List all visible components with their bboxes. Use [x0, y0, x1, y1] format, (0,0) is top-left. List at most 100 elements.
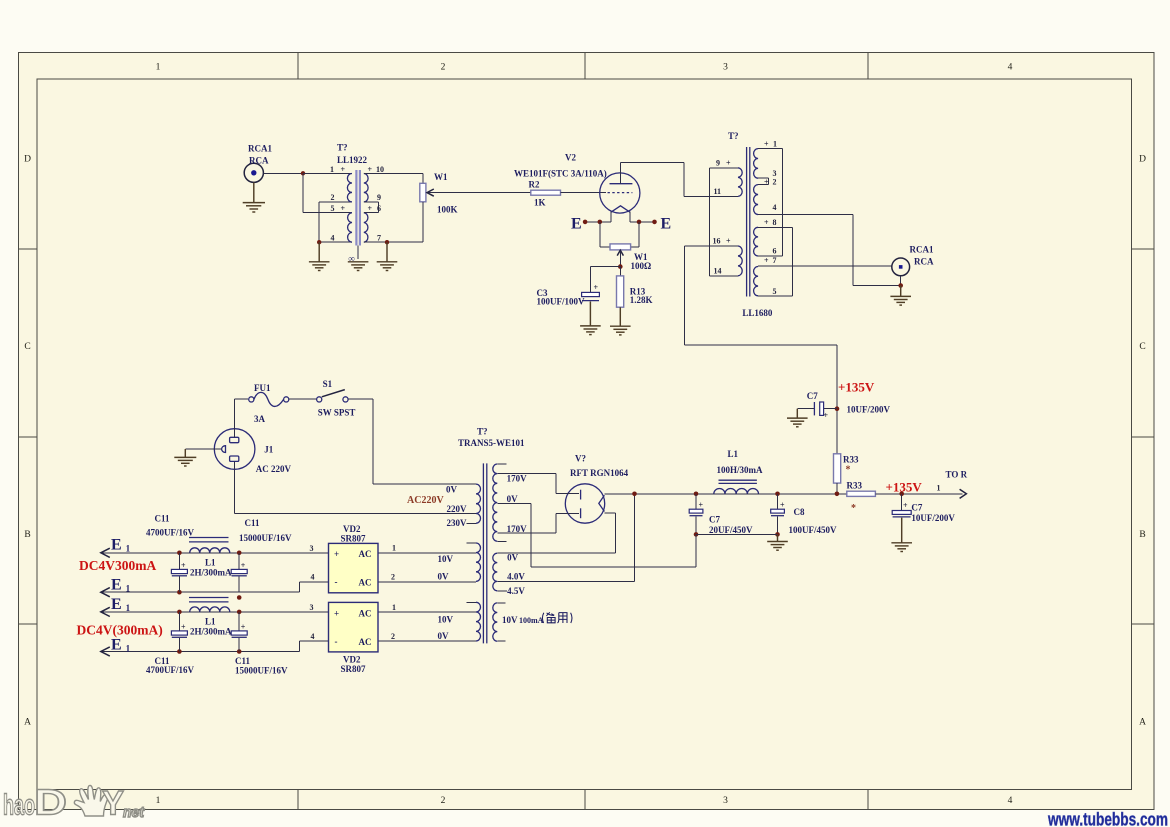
svg-text:16: 16	[713, 237, 721, 246]
svg-text:L1: L1	[205, 617, 216, 627]
svg-text:R13: R13	[630, 287, 646, 297]
svg-text:2: 2	[441, 796, 446, 806]
svg-text:+: +	[341, 165, 346, 174]
svg-text:*: *	[851, 503, 856, 514]
svg-text:+: +	[903, 501, 908, 510]
svg-text:1: 1	[126, 644, 131, 654]
svg-text:4.5V: 4.5V	[507, 586, 525, 596]
svg-text:E: E	[111, 577, 122, 594]
svg-text:100Ω: 100Ω	[631, 261, 652, 271]
svg-text:1: 1	[126, 544, 131, 554]
svg-text:+: +	[780, 501, 785, 510]
svg-text:0V: 0V	[507, 553, 518, 563]
svg-text:2: 2	[441, 63, 446, 73]
svg-text:L1: L1	[728, 449, 739, 459]
svg-text:B: B	[1139, 530, 1145, 540]
svg-text:1: 1	[126, 603, 131, 613]
svg-text:4: 4	[311, 632, 315, 641]
svg-text:4.0V: 4.0V	[507, 571, 525, 581]
svg-text:2H/300mA: 2H/300mA	[190, 627, 232, 637]
svg-text:AC: AC	[359, 637, 372, 647]
svg-text:net: net	[123, 804, 145, 821]
svg-text:220V: 220V	[447, 504, 468, 514]
svg-text:E: E	[111, 596, 122, 613]
svg-text:4700UF/16V: 4700UF/16V	[146, 527, 194, 537]
svg-text:AC 220V: AC 220V	[256, 464, 292, 474]
svg-text:FU1: FU1	[254, 383, 271, 393]
svg-text:SW SPST: SW SPST	[318, 408, 356, 418]
svg-text:WE101F(STC 3A/110A): WE101F(STC 3A/110A)	[514, 169, 607, 179]
svg-text:+: +	[334, 608, 339, 618]
svg-text:1.28K: 1.28K	[630, 295, 653, 305]
svg-text:0V: 0V	[507, 494, 518, 504]
svg-text:+: +	[181, 561, 186, 570]
svg-text:+: +	[341, 204, 346, 213]
svg-text:170V: 170V	[507, 473, 527, 483]
svg-text:DC4V300mA: DC4V300mA	[79, 558, 156, 573]
svg-text:1: 1	[392, 603, 396, 612]
svg-text:1: 1	[330, 165, 334, 174]
svg-text:B: B	[24, 530, 30, 540]
svg-text:R2: R2	[529, 180, 540, 190]
svg-text:C11: C11	[155, 656, 171, 666]
svg-text:C11: C11	[155, 514, 171, 524]
svg-text:V?: V?	[575, 454, 586, 464]
svg-text:1K: 1K	[534, 198, 546, 208]
svg-text:1: 1	[156, 63, 161, 73]
svg-text:+: +	[181, 622, 186, 631]
svg-text:LL1922: LL1922	[337, 155, 368, 165]
svg-text:+: +	[764, 178, 769, 187]
svg-text:+: +	[368, 165, 373, 174]
svg-text:100K: 100K	[437, 205, 458, 215]
svg-text:20UF/450V: 20UF/450V	[709, 525, 753, 535]
svg-text:J1: J1	[264, 445, 274, 455]
svg-text:3: 3	[723, 796, 728, 806]
svg-text:VD2: VD2	[343, 654, 361, 664]
svg-text:0V: 0V	[438, 571, 450, 581]
svg-text:10: 10	[376, 165, 384, 174]
svg-text:DC4V(300mA): DC4V(300mA)	[77, 623, 163, 638]
svg-text:15000UF/16V: 15000UF/16V	[239, 533, 292, 543]
svg-text:-: -	[335, 636, 338, 646]
svg-text:5: 5	[331, 204, 335, 213]
svg-text:100UF/450V: 100UF/450V	[789, 525, 837, 535]
svg-text:+: +	[764, 256, 769, 265]
svg-text:E: E	[661, 216, 672, 233]
svg-text:Y: Y	[102, 785, 124, 823]
svg-text:9: 9	[377, 193, 381, 202]
svg-text:hao: hao	[3, 790, 35, 822]
svg-text:2: 2	[773, 178, 777, 187]
svg-text:C8: C8	[794, 507, 805, 517]
svg-text:3: 3	[723, 63, 728, 73]
svg-text:V2: V2	[565, 153, 576, 163]
svg-text:W1: W1	[434, 172, 448, 182]
svg-text:AC: AC	[359, 578, 372, 588]
svg-text:100UF/100V: 100UF/100V	[537, 297, 585, 307]
svg-text:L1: L1	[205, 557, 216, 567]
svg-text:2: 2	[331, 193, 335, 202]
svg-text:7: 7	[773, 256, 777, 265]
svg-text:2: 2	[391, 572, 395, 581]
svg-text:+: +	[241, 622, 246, 631]
svg-text:1: 1	[126, 584, 131, 594]
svg-text:4: 4	[1008, 63, 1013, 73]
svg-text:4: 4	[1008, 796, 1013, 806]
svg-text:+: +	[594, 283, 599, 292]
svg-text:10V: 10V	[438, 614, 454, 624]
svg-text:C: C	[24, 342, 30, 352]
svg-text:TO R: TO R	[946, 469, 968, 479]
svg-text:10UF/200V: 10UF/200V	[911, 513, 955, 523]
svg-text:*: *	[846, 465, 851, 476]
svg-text:10V: 10V	[438, 554, 454, 564]
svg-text:S1: S1	[323, 379, 333, 389]
svg-text:A: A	[1139, 718, 1146, 728]
svg-text:+: +	[726, 158, 731, 167]
svg-text:RCA1: RCA1	[910, 244, 934, 254]
svg-text:D: D	[34, 782, 67, 823]
svg-text:RFT RGN1064: RFT RGN1064	[570, 468, 629, 478]
svg-text:-: -	[335, 577, 338, 587]
svg-text:3: 3	[773, 169, 777, 178]
svg-text:C: C	[1139, 342, 1145, 352]
svg-text:C11: C11	[245, 518, 261, 528]
svg-text:RCA: RCA	[914, 256, 934, 266]
